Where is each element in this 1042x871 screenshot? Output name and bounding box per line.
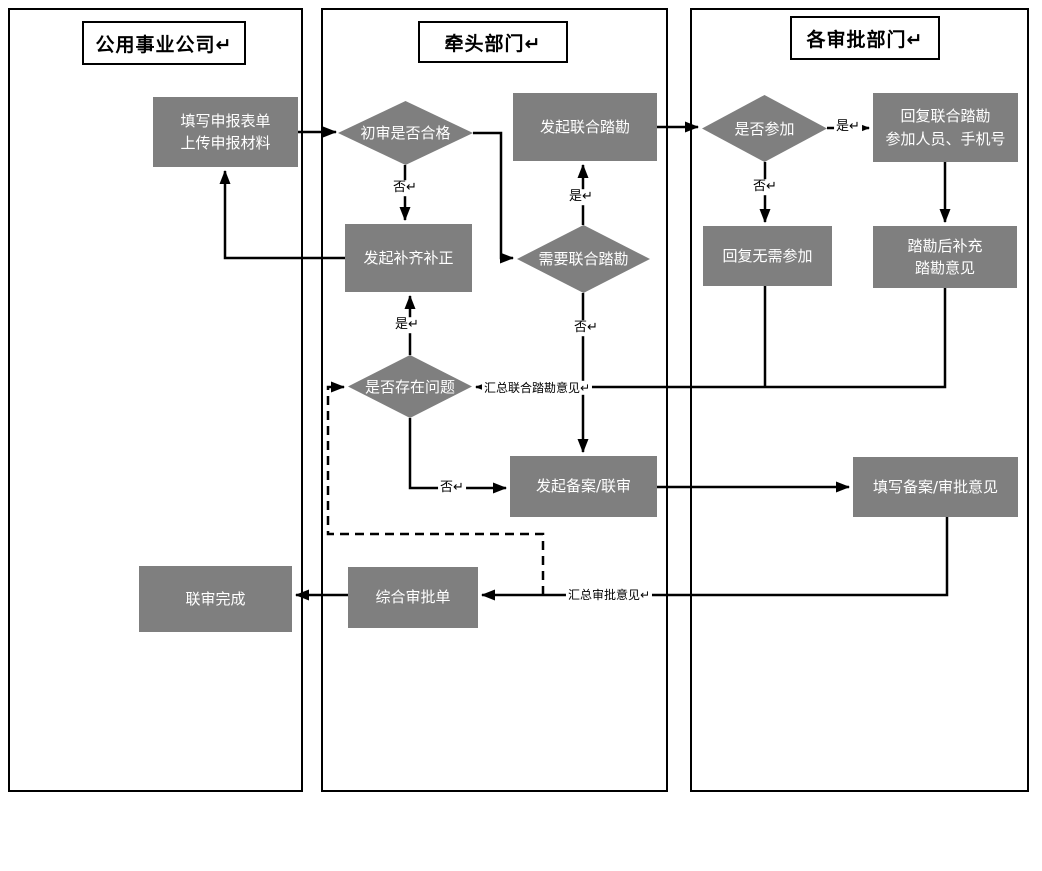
edge-label-need-survey-yes: 是↵ — [567, 189, 595, 205]
node-reply-survey-participants: 回复联合踏勘 参加人员、手机号 — [873, 93, 1018, 162]
edge-label-problem-no: 否↵ — [438, 480, 466, 496]
lane-header-utility-company: 公用事业公司↵ — [82, 21, 246, 65]
node-fill-application: 填写申报表单 上传申报材料 — [153, 97, 298, 167]
node-comprehensive-approval-form: 综合审批单 — [348, 567, 478, 628]
edge-label-problem-yes: 是↵ — [393, 317, 421, 333]
edge-label-participate-yes: 是↵ — [834, 119, 862, 135]
edge-label-summarize-survey-opinion: 汇总联合踏勘意见↵ — [481, 380, 593, 396]
node-joint-review-done: 联审完成 — [139, 566, 292, 632]
node-launch-filing-review: 发起备案/联审 — [510, 456, 657, 517]
node-fill-filing-review-opinion: 填写备案/审批意见 — [853, 457, 1018, 517]
edge-label-need-survey-no: 否↵ — [572, 320, 600, 336]
lane-header-approval-departments: 各审批部门↵ — [790, 16, 940, 60]
node-request-supplement: 发起补齐补正 — [345, 224, 472, 292]
edge-label-initial-review-no: 否↵ — [391, 180, 419, 196]
node-supplement-survey-opinion: 踏勘后补充 踏勘意见 — [873, 226, 1017, 288]
lane-header-lead-department: 牵头部门↵ — [418, 21, 568, 63]
node-reply-no-participation: 回复无需参加 — [703, 226, 832, 286]
edge-label-participate-no: 否↵ — [751, 179, 779, 195]
edge-label-summarize-review-opinion: 汇总审批意见↵ — [565, 587, 653, 603]
node-launch-joint-survey: 发起联合踏勘 — [513, 93, 657, 161]
